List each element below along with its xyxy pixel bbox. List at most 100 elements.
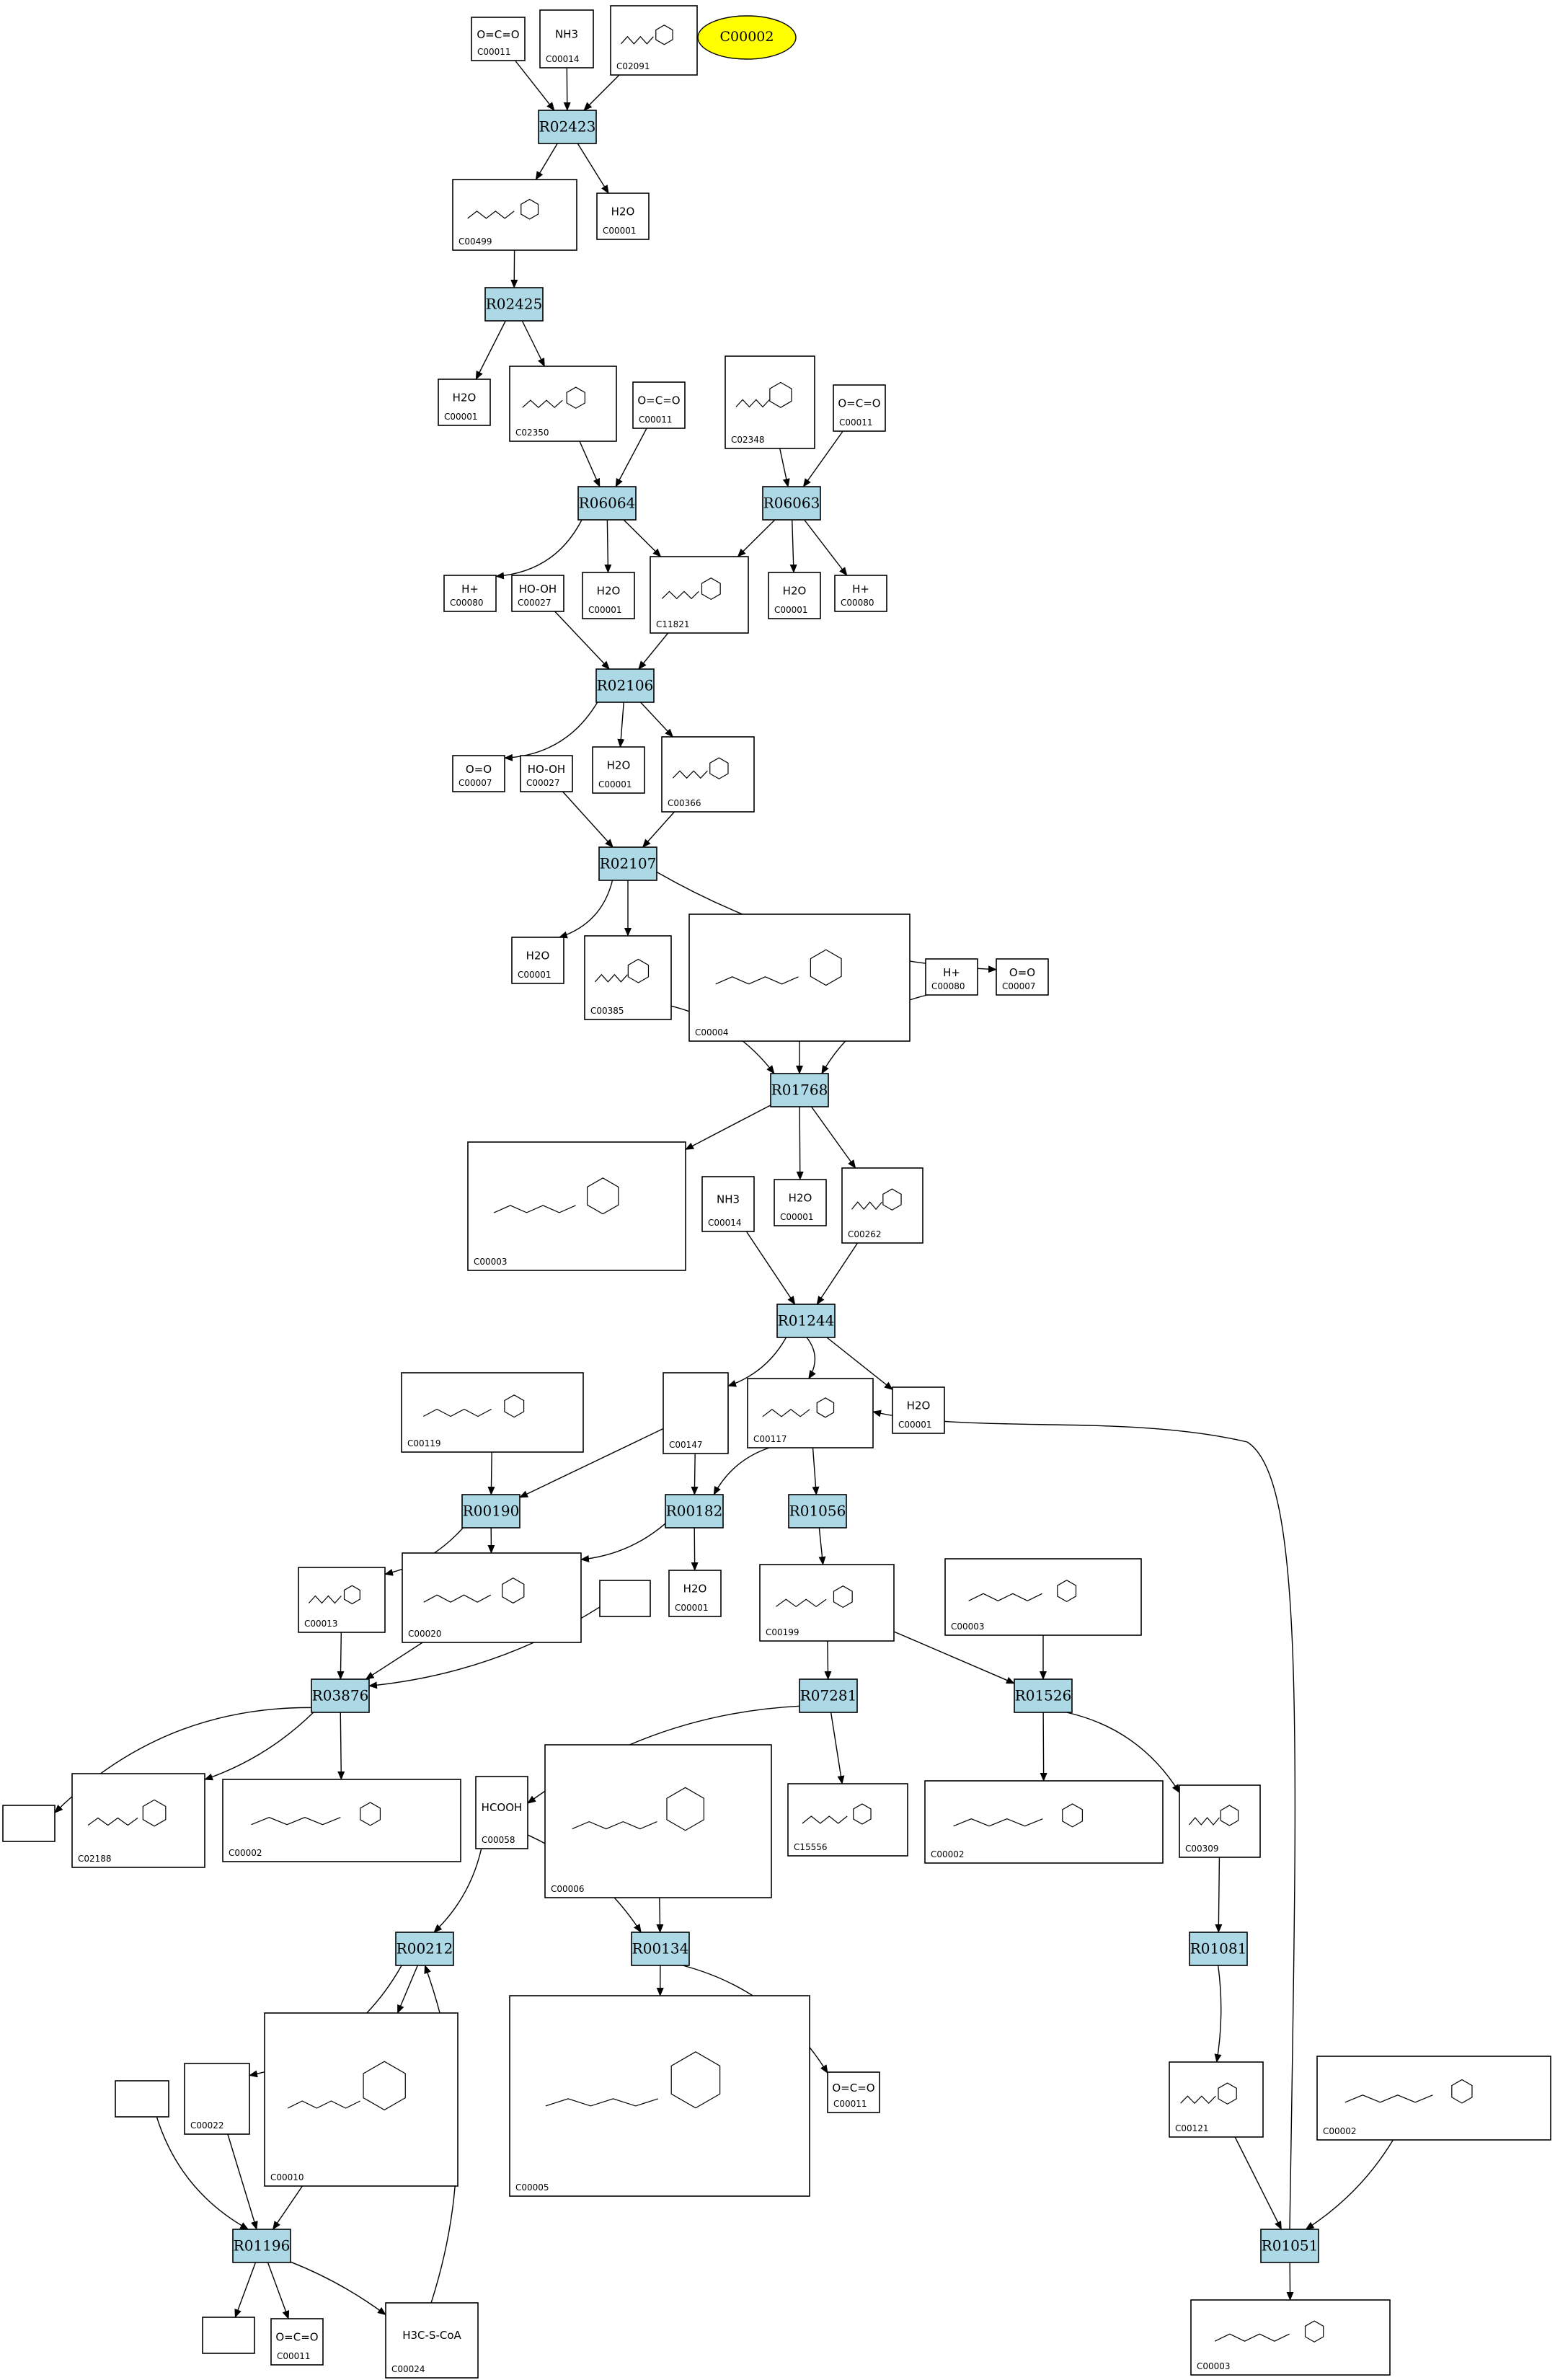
- reaction-node-R02425[interactable]: R02425: [484, 287, 544, 322]
- structure-chain: [594, 973, 628, 983]
- compound-node-29[interactable]: C00119: [401, 1372, 584, 1453]
- reaction-node-R01768[interactable]: R01768: [770, 1073, 829, 1107]
- compound-node-45[interactable]: C00002: [924, 1780, 1164, 1864]
- compound-id: C00003: [474, 1257, 508, 1267]
- compound-node-52[interactable]: C00002: [1316, 2056, 1551, 2141]
- compound-node-30[interactable]: C00147: [663, 1372, 729, 1454]
- compound-id: C00001: [518, 970, 551, 980]
- compound-node-21[interactable]: C00385: [584, 935, 672, 1020]
- structure-ring: [666, 1787, 704, 1831]
- reaction-edge-74: [156, 2116, 249, 2230]
- compound-node-8[interactable]: C02348: [725, 355, 815, 449]
- structure-chain: [1344, 2094, 1433, 2103]
- compound-node-19[interactable]: C00366: [661, 736, 755, 813]
- reaction-label: R02107: [600, 855, 657, 872]
- reaction-node-R02423[interactable]: R02423: [538, 110, 597, 144]
- reaction-node-R02106[interactable]: R02106: [595, 668, 655, 703]
- compound-node-47[interactable]: C00022: [184, 2063, 250, 2135]
- reaction-edge-19: [638, 632, 669, 670]
- structure-chain: [968, 1593, 1042, 1601]
- compound-id: C00001: [588, 605, 622, 615]
- compound-node-46[interactable]: C00309: [1179, 1784, 1261, 1858]
- reaction-node-R03876[interactable]: R03876: [311, 1678, 370, 1713]
- reaction-node-R01244[interactable]: R01244: [776, 1304, 836, 1338]
- compound-node-40[interactable]: C02188: [71, 1773, 205, 1868]
- compound-id: C00121: [1175, 2123, 1209, 2133]
- reaction-node-R07281[interactable]: R07281: [799, 1678, 858, 1713]
- compound-node-25[interactable]: C00003: [467, 1141, 686, 1271]
- compound-node-22[interactable]: C00004: [688, 913, 911, 1042]
- compound-node-13[interactable]: C11821: [650, 556, 749, 634]
- compound-node-43[interactable]: C00006: [544, 1744, 772, 1898]
- compound-node-6[interactable]: C02350: [509, 366, 617, 442]
- structure-chain: [1214, 2333, 1290, 2342]
- reaction-node-R01081[interactable]: R01081: [1189, 1932, 1248, 1966]
- compound-box: [610, 5, 698, 76]
- compound-node-54[interactable]: [202, 2317, 255, 2354]
- reaction-node-R02107[interactable]: R02107: [598, 846, 657, 881]
- compound-node-41[interactable]: C00002: [222, 1779, 461, 1862]
- compound-node-15[interactable]: H+C00080: [834, 575, 887, 612]
- reaction-box: [788, 1494, 847, 1529]
- compound-node-34[interactable]: C00020: [402, 1552, 582, 1643]
- compound-node-31[interactable]: C00117: [747, 1378, 874, 1448]
- reaction-edge-6: [475, 320, 506, 380]
- reaction-label: R01244: [778, 1312, 835, 1330]
- compound-node-2[interactable]: C02091: [610, 5, 698, 76]
- reaction-node-R06064[interactable]: R06064: [577, 486, 637, 521]
- reaction-node-R00190[interactable]: R00190: [461, 1494, 520, 1529]
- reaction-edge-72: [227, 2133, 258, 2230]
- compound-node-48[interactable]: C00010: [264, 2012, 458, 2187]
- compound-node-23[interactable]: H+C00080: [925, 958, 978, 996]
- compound-node-51[interactable]: C00121: [1169, 2061, 1264, 2138]
- compound-node-49[interactable]: C00005: [509, 1995, 810, 2197]
- reaction-node-R06063[interactable]: R06063: [762, 486, 821, 521]
- reaction-node-R00212[interactable]: R00212: [395, 1932, 454, 1966]
- reaction-node-R01196[interactable]: R01196: [232, 2229, 291, 2263]
- compound-node-38[interactable]: C00003: [944, 1558, 1142, 1636]
- reaction-node-R01056[interactable]: R01056: [788, 1494, 847, 1529]
- reaction-box: [1260, 2229, 1319, 2263]
- compound-node-33[interactable]: C00013: [298, 1567, 386, 1633]
- reaction-node-R00134[interactable]: R00134: [631, 1932, 690, 1966]
- reaction-edge-35: [816, 1242, 859, 1305]
- compound-node-35[interactable]: [599, 1580, 651, 1617]
- highlight-compound-node[interactable]: [697, 15, 797, 60]
- reaction-node-R01526[interactable]: R01526: [1014, 1678, 1073, 1713]
- structure-ring: [701, 577, 721, 601]
- compound-node-44[interactable]: C15556: [787, 1783, 908, 1857]
- compound-node-57[interactable]: C00003: [1190, 2299, 1391, 2376]
- compound-node-39[interactable]: [2, 1805, 56, 1842]
- compound-box: [443, 575, 497, 612]
- reaction-node-R00182[interactable]: R00182: [665, 1494, 724, 1529]
- compound-node-28[interactable]: C00262: [841, 1167, 923, 1244]
- reaction-label: R06063: [763, 495, 820, 512]
- compound-node-37[interactable]: C00199: [759, 1564, 895, 1642]
- compound-node-53[interactable]: [115, 2080, 169, 2118]
- reaction-node-R01051[interactable]: R01051: [1260, 2229, 1319, 2263]
- compound-node-3[interactable]: C00499: [452, 179, 577, 251]
- compound-node-10[interactable]: H+C00080: [443, 575, 497, 612]
